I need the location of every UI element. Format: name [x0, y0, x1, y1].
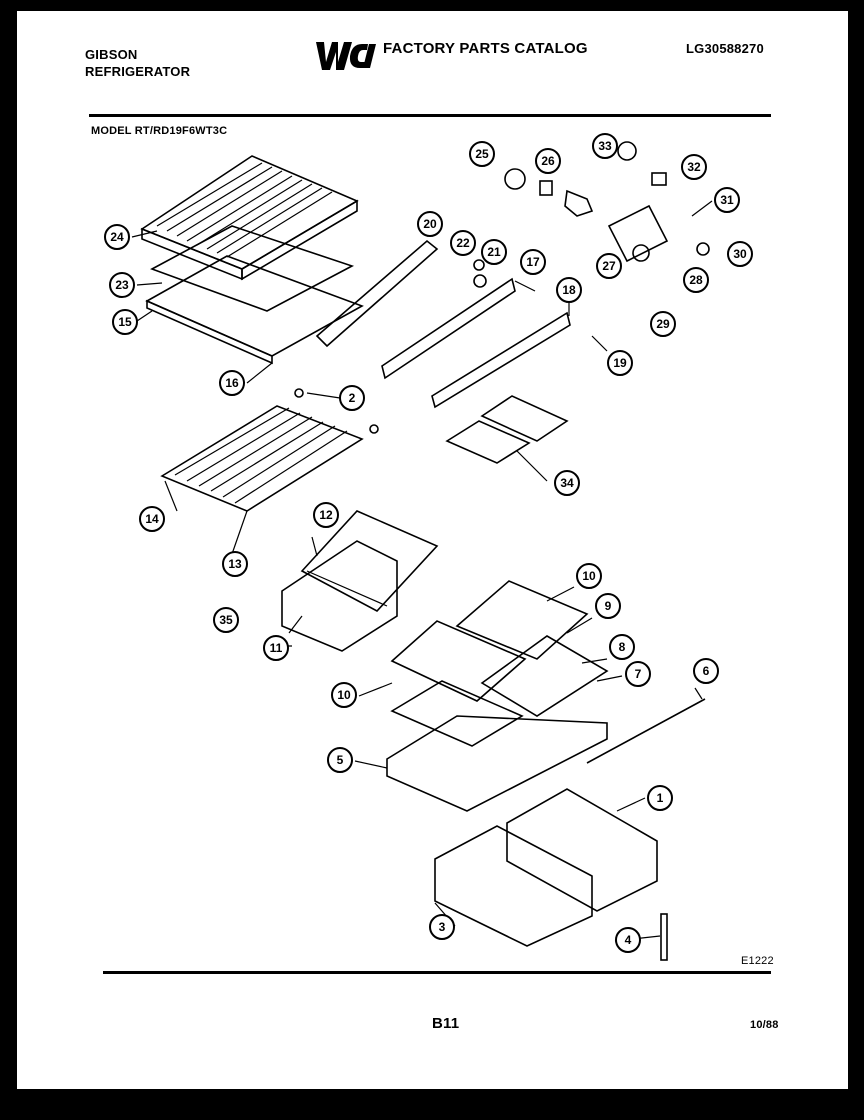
svg-text:27: 27 — [602, 259, 616, 273]
callout-6: 6 — [693, 658, 719, 684]
callout-1: 1 — [647, 785, 673, 811]
page-date: 10/88 — [750, 1019, 779, 1031]
ice-trays — [445, 395, 569, 464]
callout-28: 28 — [683, 267, 709, 293]
svg-text:35: 35 — [219, 613, 233, 627]
callout-29: 29 — [650, 311, 676, 337]
callout-8: 8 — [609, 634, 635, 660]
svg-text:18: 18 — [562, 283, 576, 297]
svg-text:23: 23 — [115, 278, 129, 292]
svg-text:31: 31 — [720, 193, 734, 207]
svg-text:22: 22 — [456, 236, 470, 250]
callout-23: 23 — [109, 272, 135, 298]
callout-30: 30 — [727, 241, 753, 267]
model-label: MODEL RT/RD19F6WT3C — [91, 125, 228, 137]
exploded-parts-diagram: 1 2 3 4 5 6 7 8 9 10 10 11 12 13 14 15 1… — [104, 133, 753, 961]
callout-32: 32 — [681, 154, 707, 180]
callout-4: 4 — [615, 927, 641, 953]
svg-text:8: 8 — [619, 640, 626, 654]
callout-17: 17 — [520, 249, 546, 275]
callout-34: 34 — [554, 470, 580, 496]
callout-2: 2 — [339, 385, 365, 411]
callout-27: 27 — [596, 253, 622, 279]
svg-text:30: 30 — [733, 247, 747, 261]
svg-text:10: 10 — [337, 688, 351, 702]
svg-text:15: 15 — [118, 315, 132, 329]
catalog-number: LG30588270 — [686, 41, 764, 56]
svg-text:7: 7 — [635, 667, 642, 681]
catalog-title: FACTORY PARTS CATALOG — [383, 40, 588, 57]
callout-5: 5 — [327, 747, 353, 773]
callout-3: 3 — [429, 914, 455, 940]
rail — [586, 698, 706, 764]
callout-35: 35 — [213, 607, 239, 633]
shelf-supports — [315, 239, 571, 409]
svg-text:26: 26 — [541, 154, 555, 168]
callout-22: 22 — [450, 230, 476, 256]
figure-code: E1222 — [741, 955, 774, 967]
callout-11: 11 — [263, 635, 289, 661]
callout-10-upper: 10 — [576, 563, 602, 589]
callout-18: 18 — [556, 277, 582, 303]
svg-text:16: 16 — [225, 376, 239, 390]
callout-24: 24 — [104, 224, 130, 250]
callout-7: 7 — [625, 661, 651, 687]
callout-14: 14 — [139, 506, 165, 532]
svg-text:6: 6 — [703, 664, 710, 678]
svg-text:28: 28 — [689, 273, 703, 287]
svg-text:10: 10 — [582, 569, 596, 583]
callout-13: 13 — [222, 551, 248, 577]
header-rule — [89, 114, 771, 117]
callout-31: 31 — [714, 187, 740, 213]
svg-text:19: 19 — [613, 356, 627, 370]
svg-text:20: 20 — [423, 217, 437, 231]
wci-logo — [316, 42, 376, 70]
svg-text:33: 33 — [598, 139, 612, 153]
product-type: REFRIGERATOR — [85, 64, 191, 79]
callout-leaders — [131, 200, 713, 942]
svg-text:21: 21 — [487, 245, 501, 259]
callout-15: 15 — [112, 309, 138, 335]
svg-text:11: 11 — [270, 641, 283, 655]
svg-text:5: 5 — [337, 753, 344, 767]
callout-33: 33 — [592, 133, 618, 159]
svg-text:32: 32 — [687, 160, 701, 174]
parts-sheet: GIBSON REFRIGERATOR FACTORY PARTS CATALO… — [17, 11, 848, 1089]
svg-text:17: 17 — [526, 255, 540, 269]
callout-20: 20 — [417, 211, 443, 237]
svg-text:13: 13 — [228, 557, 242, 571]
svg-text:12: 12 — [319, 508, 333, 522]
meat-keeper — [281, 510, 439, 652]
brand-name: GIBSON — [85, 47, 138, 62]
wire-shelf — [160, 388, 379, 512]
callout-9: 9 — [595, 593, 621, 619]
callout-26: 26 — [535, 148, 561, 174]
svg-text:34: 34 — [560, 476, 574, 490]
callout-16: 16 — [219, 370, 245, 396]
callout-25: 25 — [469, 141, 495, 167]
svg-text:9: 9 — [605, 599, 612, 613]
svg-text:29: 29 — [656, 317, 670, 331]
callout-12: 12 — [313, 502, 339, 528]
svg-text:2: 2 — [349, 391, 356, 405]
control-assembly — [504, 141, 710, 263]
freezer-shelf-assembly — [140, 155, 364, 365]
footer-rule — [103, 971, 771, 974]
callout-10-lower: 10 — [331, 682, 357, 708]
svg-text:4: 4 — [625, 933, 632, 947]
callout-19: 19 — [607, 350, 633, 376]
callout-21: 21 — [481, 239, 507, 265]
svg-text:1: 1 — [657, 791, 664, 805]
svg-text:24: 24 — [110, 230, 124, 244]
page-number: B11 — [432, 1015, 460, 1032]
svg-text:3: 3 — [439, 920, 446, 934]
crisper-drawers — [434, 788, 658, 947]
crisper-cover-shelves — [386, 580, 609, 812]
svg-text:25: 25 — [475, 147, 489, 161]
svg-text:14: 14 — [145, 512, 159, 526]
support-rod — [660, 913, 668, 961]
